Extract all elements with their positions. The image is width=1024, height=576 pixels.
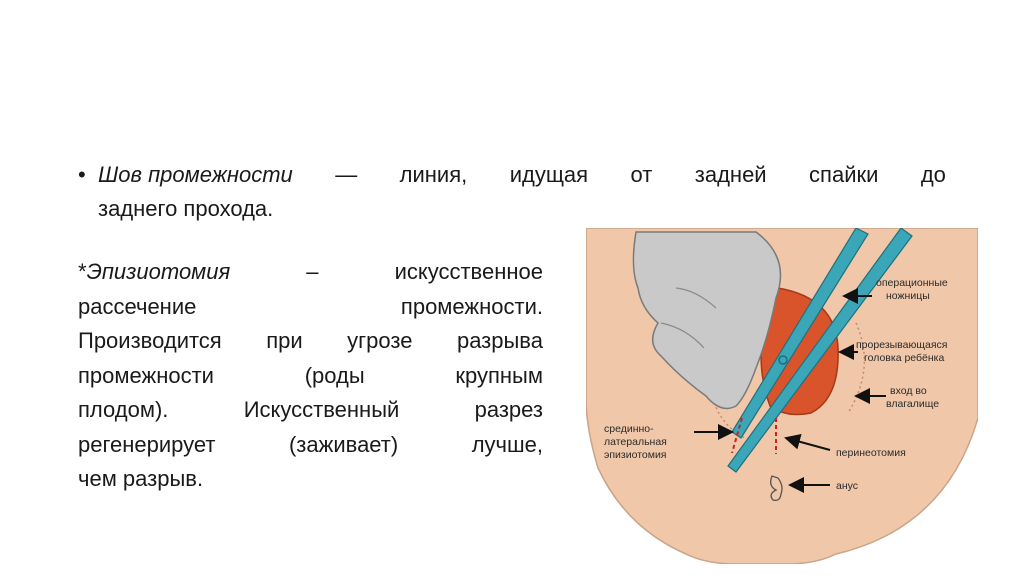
bullet-marker: • [78,162,86,187]
label-perineotomy: перинеотомия [836,447,906,459]
bullet-line-1: Шов промежности — линия, идущая от задне… [98,158,946,192]
label-episiotomy-2: латеральная [604,436,667,448]
word: промежности. [400,293,543,319]
word: лучше, [471,431,543,457]
definition-line-1: *Эпизиотомия – искусственное [78,255,543,290]
word: промежности [78,362,214,388]
definition-line-7: чем разрыв. [78,466,204,491]
word: идущая [509,162,589,187]
word: разрез [474,397,543,422]
word: искусственное [394,259,543,284]
hand-finger-lines [660,287,717,349]
word: спайки [809,162,879,187]
mediolateral-incision [731,417,743,454]
word: разрыва [456,328,543,353]
scissors-pivot [778,355,788,365]
bullet-paragraph: • Шов промежности — линия, идущая от зад… [78,158,946,226]
word: крупным [455,362,543,388]
definition-line-3: Производится при угрозе разрыва [78,324,543,359]
definition-paragraph: *Эпизиотомия – искусственное рассечение … [78,255,543,497]
illustration-svg: операционные ножницы прорезывающаяся гол… [586,228,978,564]
word: до [920,162,946,187]
definition-line-5: плодом). Искусственный разрез [78,393,543,428]
word: плодом). [78,397,169,422]
label-episiotomy-1: срединно- [604,423,654,435]
episiotomy-illustration: операционные ножницы прорезывающаяся гол… [586,228,978,564]
word: при [266,328,303,353]
bullet-text: Шов промежности — линия, идущая от задне… [98,158,946,226]
label-episiotomy-3: эпизиотомия [604,449,667,461]
baby-head [760,287,839,416]
label-entrance-1: вход во [890,385,927,397]
label-anus: анус [836,480,858,492]
word: — [335,162,358,187]
definition-line-4: промежности (роды крупным [78,359,543,394]
dash: – [306,259,319,284]
bullet-line-2: заднего прохода. [98,196,274,221]
label-scissors-1: операционные [876,277,948,289]
label-entrance-2: влагалище [886,398,939,410]
definition-line-6: регенерирует (заживает) лучше, [78,428,543,463]
gloved-hand [632,231,782,410]
word: Искусственный [243,397,400,422]
word: (заживает) [288,431,399,457]
word: линия, [399,162,468,187]
word: угрозе [347,328,413,353]
term-episiotomy: Эпизиотомия [86,259,231,284]
word: Производится [78,328,222,353]
term-perineal-raphe: Шов промежности [98,162,293,187]
scissors-blade-2 [727,228,913,473]
labia-outline [710,322,866,444]
asterisk: * [78,259,87,284]
label-scissors-2: ножницы [886,290,930,302]
label-head-1: прорезывающаяся [856,339,947,351]
anus-icon [770,475,783,502]
label-head-2: головка ребёнка [864,352,944,364]
arrow-perineotomy [784,433,831,451]
definition-line-2: рассечение промежности. [78,290,543,325]
word: регенерирует [78,431,216,457]
scissors-blade-1 [731,228,869,439]
word: задней [694,162,767,187]
word: рассечение [78,293,197,319]
word: от [630,162,653,187]
word: (роды [304,362,365,388]
